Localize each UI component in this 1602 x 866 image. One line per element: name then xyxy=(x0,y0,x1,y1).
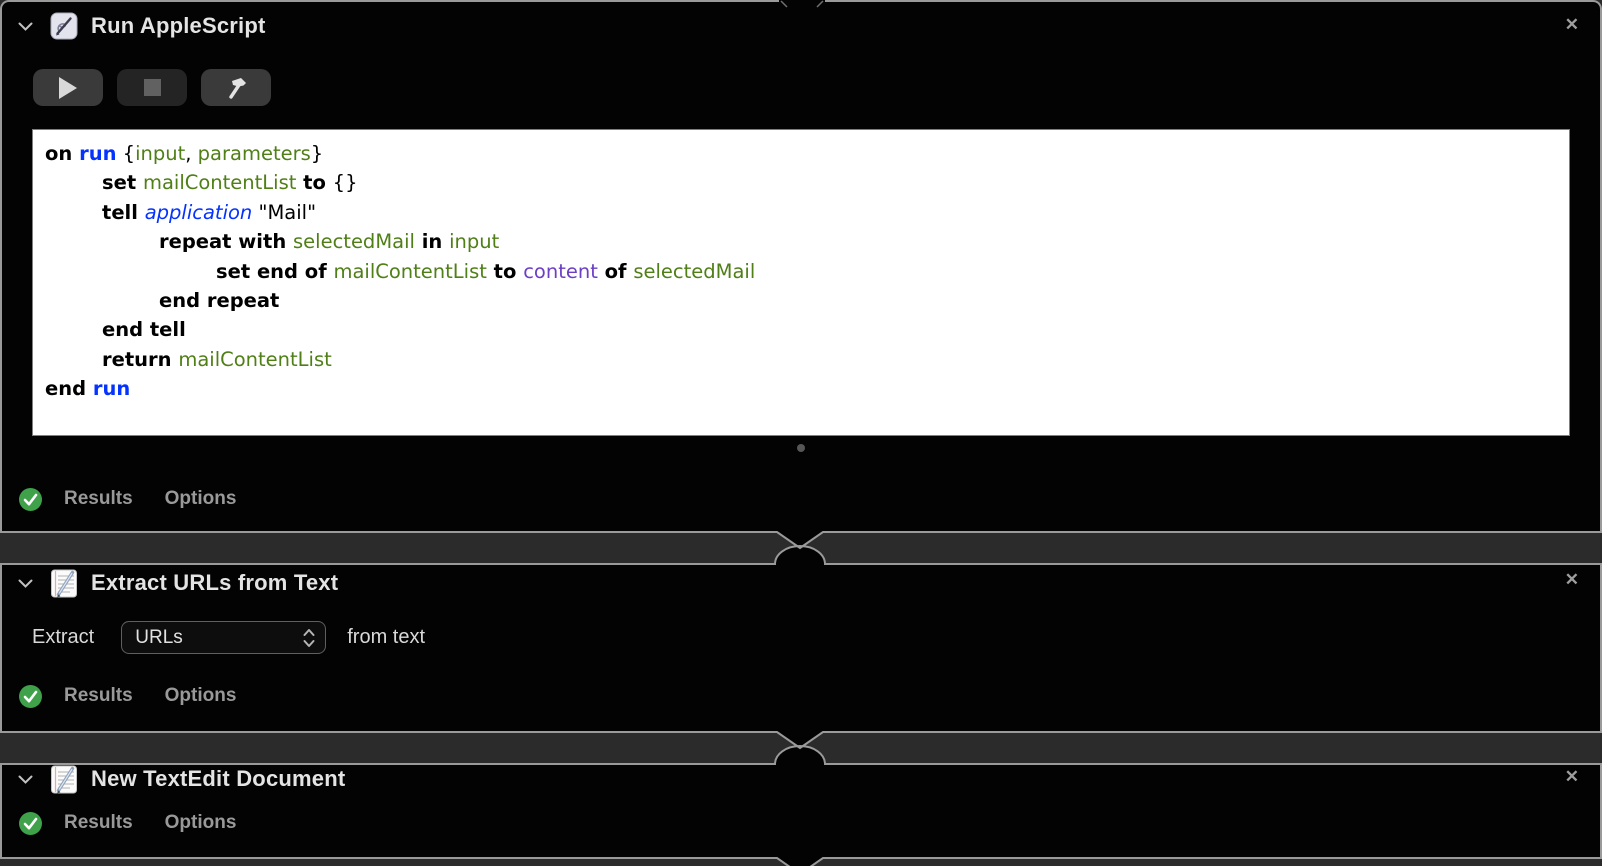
collapse-chevron-icon[interactable] xyxy=(18,22,33,31)
results-toggle[interactable]: Results xyxy=(64,685,133,706)
textedit-app-icon xyxy=(51,569,77,597)
action-title: Extract URLs from Text xyxy=(91,570,339,595)
extract-type-popup[interactable]: URLs xyxy=(121,621,327,654)
action-connector xyxy=(0,531,1602,565)
applescript-code-editor[interactable]: on run {input, parameters}set mailConten… xyxy=(32,129,1570,436)
action-title: Run AppleScript xyxy=(91,13,266,38)
action-extract-urls: Extract URLs from Text ✕ Extract URLs fr… xyxy=(0,565,1602,731)
run-script-button[interactable] xyxy=(33,69,103,106)
collapse-chevron-icon[interactable] xyxy=(18,579,33,588)
results-toggle[interactable]: Results xyxy=(64,812,133,833)
action-new-textedit-document: New TextEdit Document ✕ Results Options xyxy=(0,765,1602,857)
hammer-icon xyxy=(229,77,246,99)
action-run-applescript: Run AppleScript ✕ on run {input, paramet… xyxy=(0,0,1602,531)
action-connector-partial xyxy=(0,857,1602,866)
results-toggle[interactable]: Results xyxy=(64,488,133,509)
stop-icon xyxy=(143,79,161,96)
applescript-toolbar xyxy=(33,69,271,106)
options-toggle[interactable]: Options xyxy=(164,685,237,706)
from-text-label: from text xyxy=(347,626,426,648)
extract-parameter-row: Extract URLs from text xyxy=(32,621,425,654)
close-action-button[interactable]: ✕ xyxy=(1564,767,1579,786)
action-title: New TextEdit Document xyxy=(91,766,346,791)
applescript-app-icon xyxy=(50,12,78,40)
compile-script-button[interactable] xyxy=(201,69,271,106)
close-action-button[interactable]: ✕ xyxy=(1564,15,1579,34)
popup-selected-value: URLs xyxy=(135,626,183,648)
action-status-checkmark-icon xyxy=(19,487,42,511)
popup-stepper-icon xyxy=(303,628,315,647)
action-status-checkmark-icon xyxy=(19,811,42,835)
options-toggle[interactable]: Options xyxy=(164,488,237,509)
close-action-button[interactable]: ✕ xyxy=(1564,570,1579,589)
textedit-app-icon xyxy=(51,765,77,793)
action-status-checkmark-icon xyxy=(19,684,42,708)
workflow-top-notch xyxy=(779,0,825,8)
play-icon xyxy=(59,76,77,99)
extract-label: Extract xyxy=(32,626,95,648)
stop-script-button[interactable] xyxy=(117,69,187,106)
collapse-chevron-icon[interactable] xyxy=(18,775,33,784)
editor-resize-handle[interactable] xyxy=(797,444,805,452)
options-toggle[interactable]: Options xyxy=(164,812,237,833)
action-connector xyxy=(0,731,1602,765)
